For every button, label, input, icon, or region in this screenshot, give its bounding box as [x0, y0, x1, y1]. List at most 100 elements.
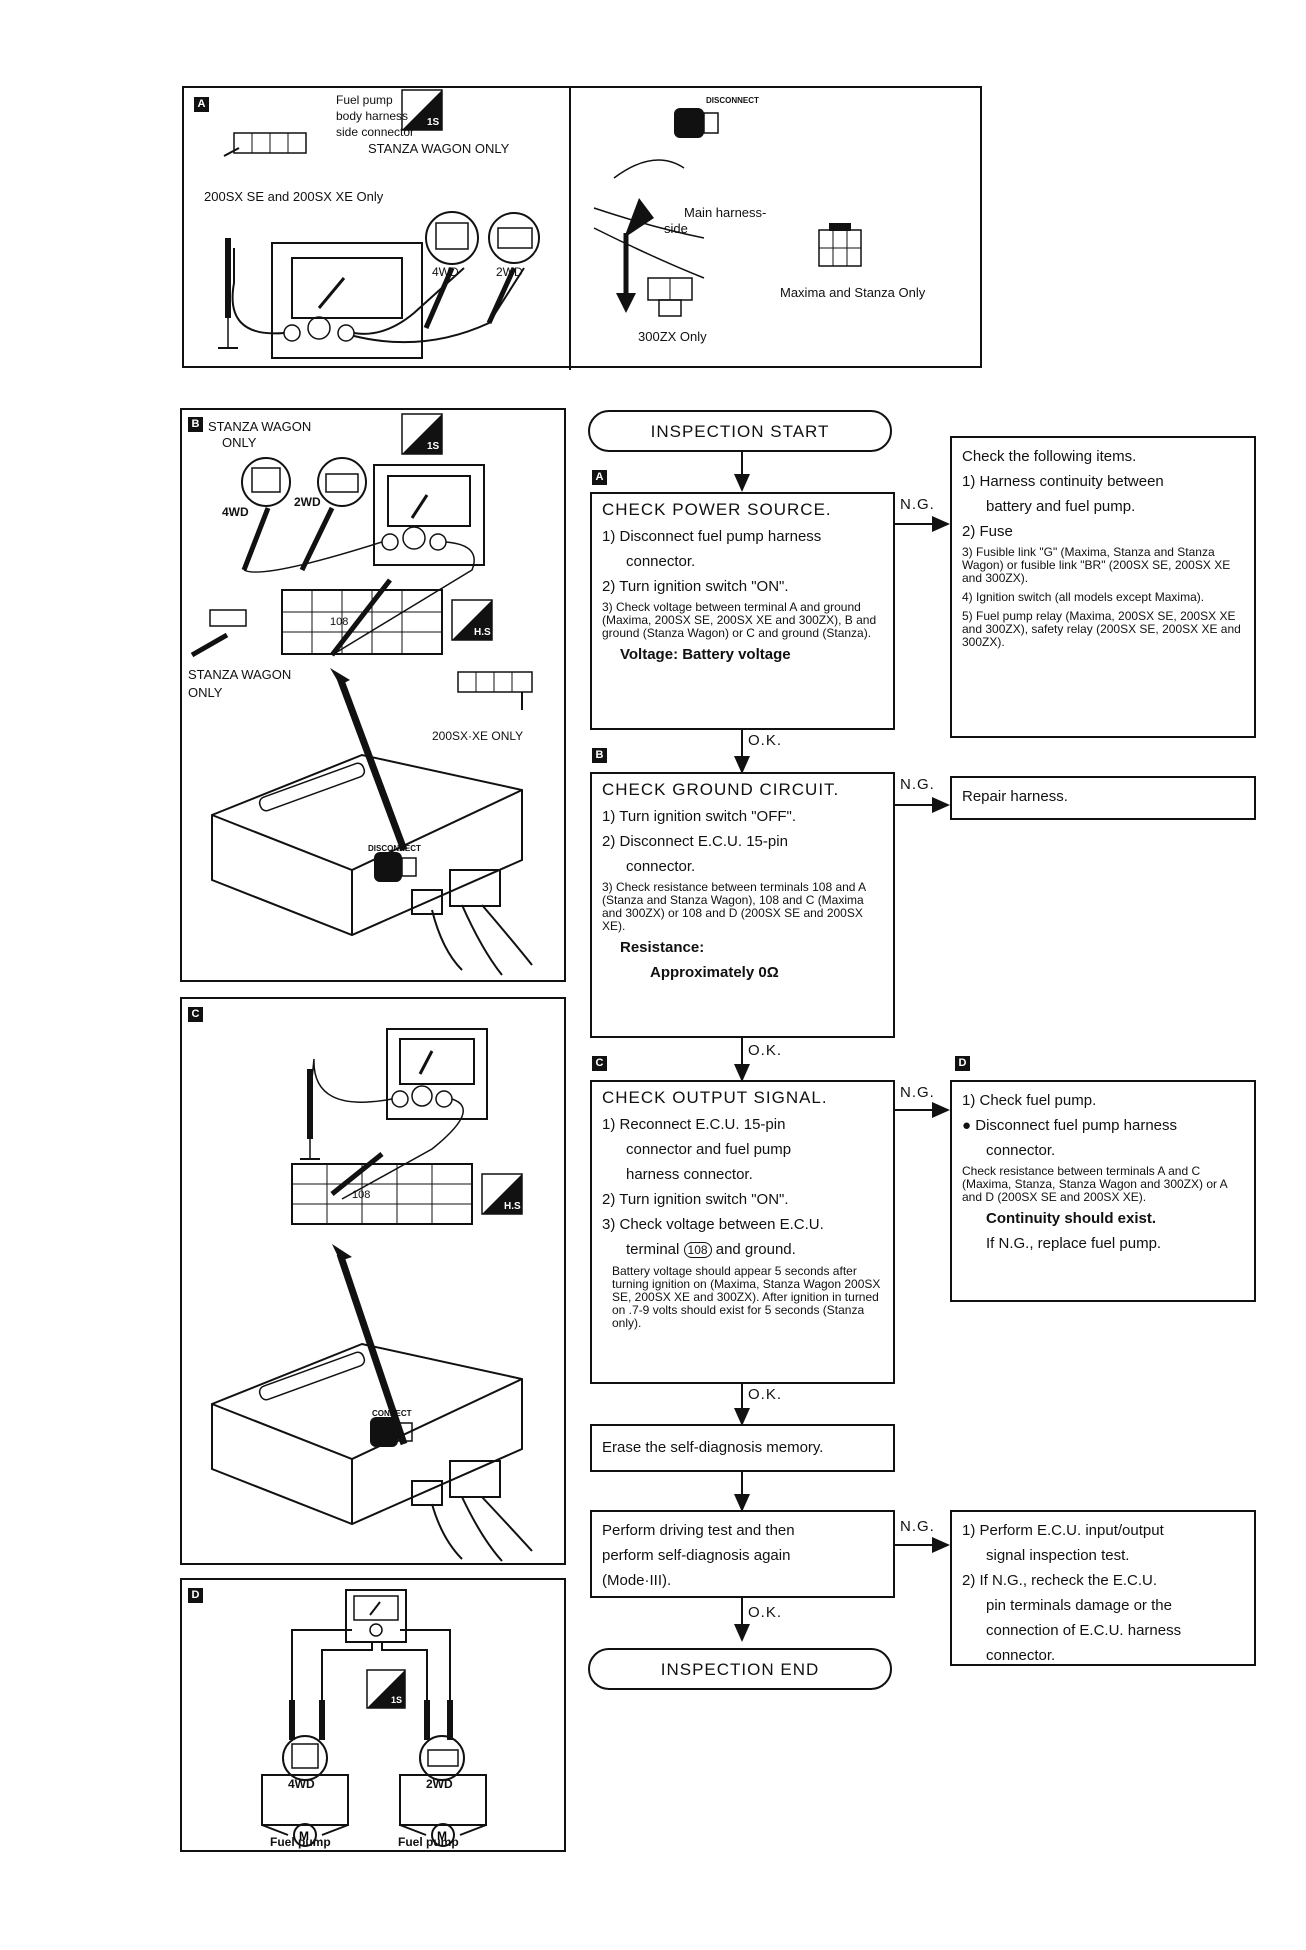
- ng-a-i4: 4) Ignition switch (all models except Ma…: [962, 590, 1205, 604]
- inspection-end: INSPECTION END: [588, 1648, 892, 1690]
- ng-d-i2: 2) If N.G., recheck the E.C.U.: [962, 1572, 1158, 1589]
- ng-d-i2d: connector.: [986, 1647, 1056, 1664]
- ng-a-box: Check the following items. 1) Harness co…: [950, 436, 1256, 738]
- ng-label-1: N.G.: [900, 496, 935, 513]
- fuel-pump-label-2: Fuel pump: [398, 1835, 459, 1849]
- ng-c-spec: Continuity should exist.: [962, 1206, 1244, 1231]
- fuel-pump-label-1: Fuel pump: [270, 1835, 331, 1849]
- ng-c-spec-text: Continuity should exist.: [986, 1210, 1157, 1227]
- stanza-wagon-only-top-1: STANZA WAGON: [208, 419, 312, 434]
- ng-c-i2-row: ● Disconnect fuel pump harness: [962, 1117, 1178, 1134]
- ng-d-box: 1) Perform E.C.U. input/output signal in…: [950, 1510, 1256, 1666]
- step-a-spec: Voltage: Battery voltage: [602, 642, 883, 667]
- badge-1s-b: 1S: [427, 441, 440, 452]
- drive-text-1: Perform driving test and then: [602, 1522, 795, 1539]
- disconnect-label-a: DISCONNECT: [706, 96, 759, 105]
- step-a-tag: A: [592, 470, 607, 485]
- step-b-spec-value: Approximately 0Ω: [602, 960, 883, 985]
- step-c-s1b: connector and fuel pump: [626, 1141, 792, 1158]
- label-2wd-a: 2WD: [496, 265, 523, 279]
- step-c-tag: C: [592, 1056, 607, 1071]
- connect-label-c: CONNECT: [372, 1409, 412, 1418]
- erase-box: Erase the self-diagnosis memory.: [590, 1424, 895, 1472]
- step-a-box: CHECK POWER SOURCE. 1) Disconnect fuel p…: [590, 492, 895, 730]
- ok-label-2: O.K.: [748, 1042, 783, 1059]
- ng-a-i2: 2) Fuse: [962, 523, 1013, 540]
- step-b-spec-label: Resistance:: [602, 935, 883, 960]
- ng-c-i2b: connector.: [986, 1142, 1056, 1159]
- panel-d: D M M 1S 4WD 2WD Fuel pump Fuel pump: [180, 1578, 566, 1852]
- ng-c-tag: D: [955, 1056, 970, 1071]
- label-2wd-b: 2WD: [294, 495, 321, 509]
- step-a-s3: 3) Check voltage between terminal A and …: [602, 600, 877, 640]
- stanza-wagon-only-label: STANZA WAGON ONLY: [368, 141, 510, 156]
- step-c-s1c: harness connector.: [626, 1166, 753, 1183]
- panel-b-tag: B: [188, 417, 203, 432]
- ok-label-4: O.K.: [748, 1604, 783, 1621]
- ng-label-2: N.G.: [900, 776, 935, 793]
- terminal-108-b: 108: [330, 616, 349, 628]
- ng-label-4: N.G.: [900, 1518, 935, 1535]
- step-a-spec-text: Voltage: Battery voltage: [620, 646, 791, 663]
- ok-label-3: O.K.: [748, 1386, 783, 1403]
- only-300zx-label: 300ZX Only: [638, 329, 707, 344]
- step-c-s3b-post: and ground.: [715, 1241, 796, 1258]
- panel-b-illustration: [190, 413, 533, 976]
- maxima-stanza-only-label: Maxima and Stanza Only: [780, 285, 926, 300]
- ng-a-intro: Check the following items.: [962, 448, 1137, 465]
- ng-d-i2b: pin terminals damage or the: [986, 1597, 1172, 1614]
- inspection-start: INSPECTION START: [588, 410, 892, 452]
- erase-text: Erase the self-diagnosis memory.: [602, 1439, 824, 1456]
- models-200sx-label: 200SX SE and 200SX XE Only: [204, 189, 384, 204]
- step-c-s3: 3) Check voltage between E.C.U.: [602, 1216, 824, 1233]
- step-c-terminal-108: 108: [683, 1242, 712, 1258]
- badge-1s-d: 1S: [391, 1695, 403, 1705]
- step-c-s2: 2) Turn ignition switch "ON".: [602, 1191, 789, 1208]
- stanza-wagon-only-bottom-1: STANZA WAGON: [188, 667, 292, 682]
- fuel-pump-connector-label-1: Fuel pump: [336, 93, 393, 107]
- svg-text:M: M: [299, 1829, 309, 1843]
- stanza-wagon-only-top-2: ONLY: [222, 435, 257, 450]
- step-c-s1: 1) Reconnect E.C.U. 15-pin: [602, 1116, 786, 1133]
- step-c-title: CHECK OUTPUT SIGNAL.: [602, 1088, 828, 1107]
- drive-text-3: (Mode·III).: [602, 1572, 672, 1589]
- ng-d-i2c: connection of E.C.U. harness: [986, 1622, 1182, 1639]
- ng-c-i2: Disconnect fuel pump harness: [975, 1117, 1178, 1134]
- step-b-box: CHECK GROUND CIRCUIT. 1) Turn ignition s…: [590, 772, 895, 1038]
- step-b-s1: 1) Turn ignition switch "OFF".: [602, 808, 797, 825]
- badge-hs-b: H.S: [474, 627, 491, 638]
- badge-1s-a: 1S: [427, 117, 440, 128]
- drive-box: Perform driving test and then perform se…: [590, 1510, 895, 1598]
- ng-a-i3: 3) Fusible link "G" (Maxima, Stanza and …: [962, 545, 1231, 585]
- step-b-s3: 3) Check resistance between terminals 10…: [602, 880, 866, 933]
- ng-b-box: Repair harness.: [950, 776, 1256, 820]
- ng-c-i4: If N.G., replace fuel pump.: [986, 1235, 1162, 1252]
- ok-label-1: O.K.: [748, 732, 783, 749]
- disconnect-label-b: DISCONNECT: [368, 844, 421, 853]
- fuel-pump-connector-label-2: body harness: [336, 109, 409, 123]
- badge-hs-c: H.S: [504, 1201, 521, 1212]
- only-200sx-xe-label: 200SX·XE ONLY: [432, 729, 524, 743]
- ng-c-i1: 1) Check fuel pump.: [962, 1092, 1097, 1109]
- step-b-spec-label-text: Resistance:: [620, 939, 705, 956]
- step-a-s2: 2) Turn ignition switch "ON".: [602, 578, 789, 595]
- stanza-wagon-only-bottom-2: ONLY: [188, 685, 223, 700]
- step-b-tag: B: [592, 748, 607, 763]
- panel-d-tag: D: [188, 1588, 203, 1603]
- panel-a: A: [182, 86, 982, 370]
- ng-c-box: 1) Check fuel pump. ● Disconnect fuel pu…: [950, 1080, 1256, 1302]
- drive-text-2: perform self-diagnosis again: [602, 1547, 791, 1564]
- step-a-s1: 1) Disconnect fuel pump harness: [602, 528, 822, 545]
- panel-a-tag: A: [194, 97, 209, 112]
- panel-c-tag: C: [188, 1007, 203, 1022]
- label-4wd-b: 4WD: [222, 505, 249, 519]
- terminal-108-c: 108: [352, 1189, 371, 1201]
- step-a-title: CHECK POWER SOURCE.: [602, 500, 832, 519]
- panel-c: C 108 H.S CONNECT: [180, 997, 566, 1565]
- main-harness-side-label-1: Main harness-: [684, 205, 767, 220]
- svg-text:M: M: [437, 1829, 447, 1843]
- ng-a-i1: 1) Harness continuity between: [962, 473, 1164, 490]
- ng-a-i5: 5) Fuel pump relay (Maxima, 200SX SE, 20…: [962, 609, 1241, 649]
- step-c-s3b-pre: terminal: [626, 1241, 680, 1258]
